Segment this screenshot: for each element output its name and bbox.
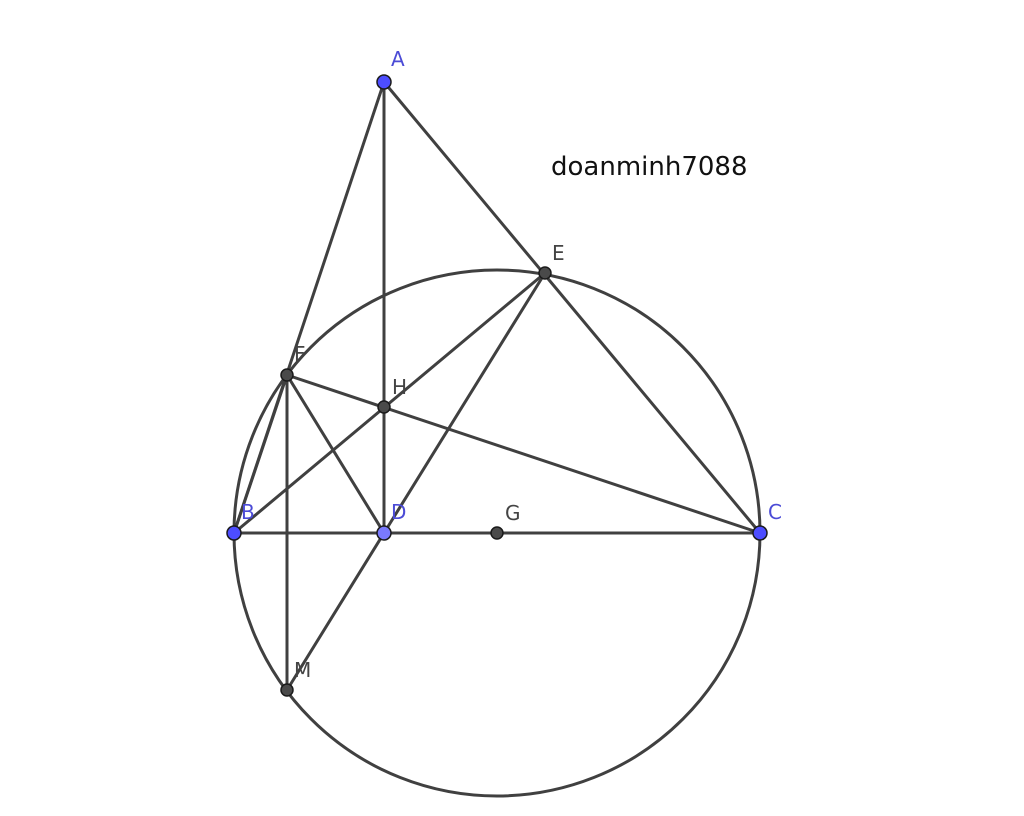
label-F: F: [294, 342, 306, 366]
segment-FB: [232, 373, 289, 535]
segment-ED: [382, 271, 547, 535]
label-A: A: [391, 47, 405, 71]
points: [226, 74, 768, 697]
segment-CF: [285, 373, 762, 535]
point-C[interactable]: [752, 525, 768, 541]
label-C: C: [768, 500, 782, 524]
point-G[interactable]: [490, 526, 504, 540]
point-A[interactable]: [376, 74, 392, 90]
label-D: D: [391, 500, 407, 524]
label-B: B: [241, 500, 255, 524]
point-M[interactable]: [280, 683, 294, 697]
point-B[interactable]: [226, 525, 242, 541]
segment-FD: [285, 373, 386, 535]
segment-AC: [382, 80, 762, 535]
point-H[interactable]: [377, 400, 391, 414]
point-D[interactable]: [376, 525, 392, 541]
point-F[interactable]: [280, 368, 294, 382]
label-M: M: [294, 658, 312, 682]
point-E[interactable]: [538, 266, 552, 280]
segment-MD: [285, 531, 386, 692]
label-G: G: [505, 501, 521, 525]
watermark-text: doanminh7088: [551, 152, 748, 182]
segment-BE: [232, 271, 547, 535]
segments: [232, 80, 762, 692]
label-H: H: [392, 375, 408, 399]
label-E: E: [552, 241, 565, 265]
